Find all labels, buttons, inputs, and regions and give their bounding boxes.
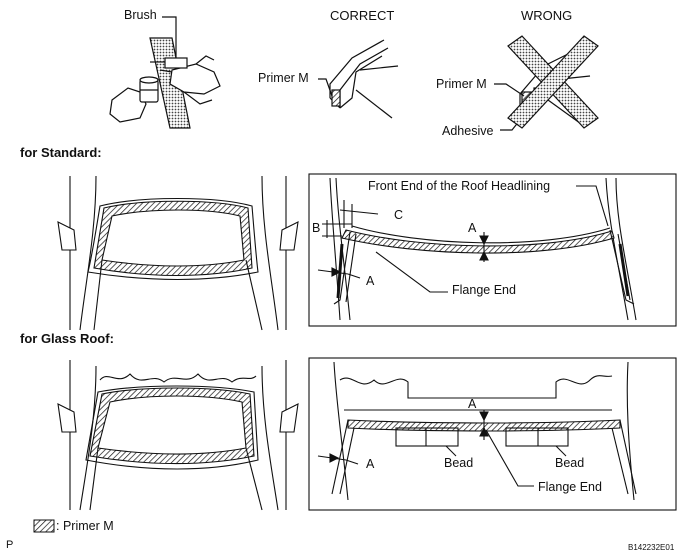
primer-legend-text: : Primer M <box>56 519 114 533</box>
standard-car-view <box>57 175 299 331</box>
glass-roof-car-view <box>57 360 299 511</box>
primer-m-label-correct: Primer M <box>258 71 309 85</box>
dim-a-top-glass: A <box>468 397 477 411</box>
bead-label-right: Bead <box>555 456 585 470</box>
figure-code: B142232E01 <box>628 543 675 552</box>
dim-b-label: B <box>312 221 321 235</box>
adhesive-label: Adhesive <box>442 124 494 138</box>
brush-illustration <box>109 16 221 129</box>
bead-label-left: Bead <box>444 456 474 470</box>
flange-end-label-glass: Flange End <box>538 480 602 494</box>
correct-heading: CORRECT <box>330 8 395 23</box>
dim-a-side-standard: A <box>366 274 375 288</box>
brush-label: Brush <box>124 8 157 22</box>
dim-a-top-standard: A <box>468 221 477 235</box>
primer-legend-swatch <box>33 519 55 533</box>
flange-end-label-standard: Flange End <box>452 283 516 297</box>
roof-headlining-label: Front End of the Roof Headlining <box>368 179 551 193</box>
standard-section-title: for Standard: <box>20 145 102 160</box>
page-letter: P <box>6 539 14 551</box>
wrong-detail <box>494 35 599 131</box>
dim-a-side-glass: A <box>366 457 375 471</box>
standard-detail-box <box>308 173 677 327</box>
dim-c-label: C <box>394 208 404 222</box>
primer-m-label-wrong: Primer M <box>436 77 487 91</box>
wrong-heading: WRONG <box>521 8 573 23</box>
correct-detail <box>318 39 399 119</box>
glass-roof-section-title: for Glass Roof: <box>20 331 114 346</box>
glass-roof-detail-box <box>308 357 677 511</box>
